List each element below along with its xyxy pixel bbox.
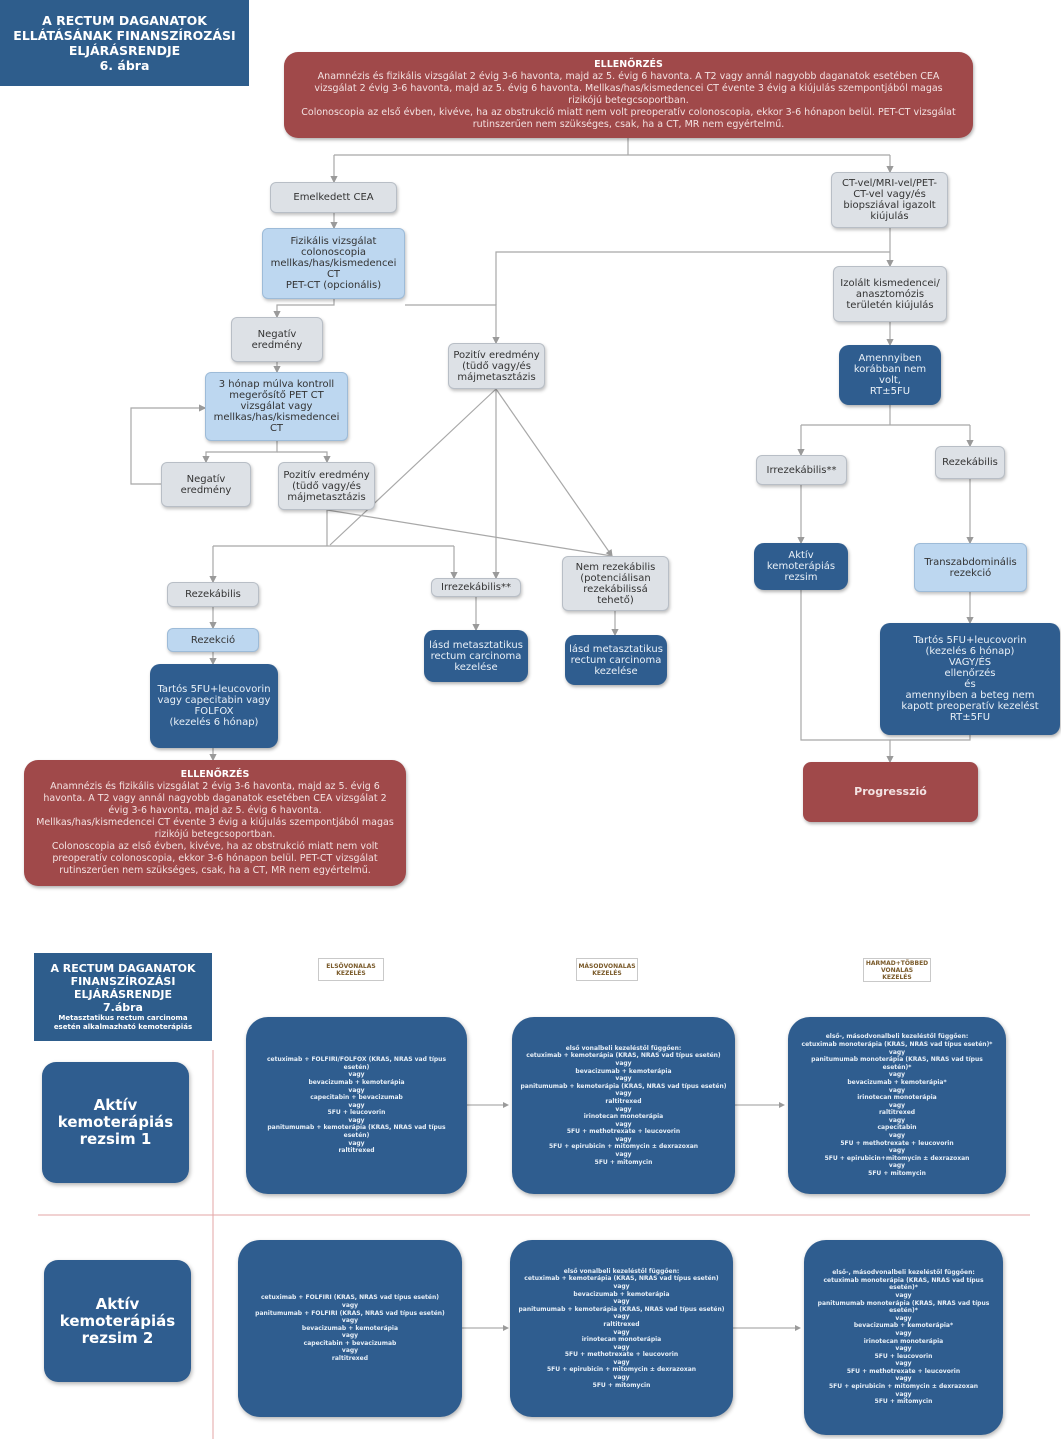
regimen-1-second-line: első vonalbeli kezeléstől függően: cetux…: [512, 1017, 735, 1194]
bottom-check-heading: ELLENŐRZÉS: [180, 769, 250, 780]
node-pozitiv-left: Pozitív eredmény (tüdő vagy/és májmetasz…: [278, 462, 375, 510]
regimen-1-label: Aktív kemoterápiás rezsim 1: [42, 1062, 189, 1183]
node-kontroll: 3 hónap múlva kontroll megerősítő PET CT…: [205, 372, 348, 441]
node-rezekabilis-left: Rezekábilis: [167, 582, 259, 607]
regimen-2-label: Aktív kemoterápiás rezsim 2: [44, 1260, 191, 1382]
node-amennyiben: Amennyiben korábban nem volt, RT±5FU: [839, 345, 941, 405]
regimen-2-second-line: első vonalbeli kezeléstől függően: cetux…: [510, 1240, 733, 1417]
bottom-check-text: Anamnézis és fizikális vizsgálat 2 évig …: [36, 781, 394, 876]
node-lasd-1: lásd metasztatikus rectum carcinoma keze…: [424, 630, 528, 682]
node-rezekabilis-right: Rezekábilis: [935, 446, 1005, 479]
top-check-text: Anamnézis és fizikális vizsgálat 2 évig …: [301, 71, 956, 130]
node-negativ-2: Negatív eredmény: [161, 462, 251, 507]
node-nem-rezekabilis: Nem rezekábilis (potenciálisan rezekábil…: [562, 556, 669, 611]
node-emelkedett-cea: Emelkedett CEA: [270, 182, 397, 213]
top-check-heading: ELLENŐRZÉS: [594, 59, 663, 70]
node-rezekcio: Rezekció: [167, 628, 259, 652]
fig7-subtitle: Metasztatikus rectum carcinoma esetén al…: [53, 1014, 193, 1031]
node-aktiv-kemoterapia: Aktív kemoterápiás rezsim: [754, 543, 848, 590]
fig7-title: A RECTUM DAGANATOK FINANSZÍROZÁSI ELJÁRÁ…: [50, 962, 196, 1014]
node-lasd-2: lásd metasztatikus rectum carcinoma keze…: [565, 635, 667, 685]
node-tartos-left: Tartós 5FU+leucovorin vagy capecitabin v…: [150, 664, 278, 748]
node-negativ-1: Negatív eredmény: [231, 317, 323, 362]
node-irrezekabilis-right: Irrezekábilis**: [756, 455, 847, 485]
node-tartos-right: Tartós 5FU+leucovorin (kezelés 6 hónap) …: [880, 623, 1060, 735]
node-pozitiv-mid: Pozitív eredmény (tüdő vagy/és májmetasz…: [448, 343, 545, 389]
bottom-check-box: ELLENŐRZÉS Anamnézis és fizikális vizsgá…: [24, 760, 406, 886]
regimen-1-third-line: első-, másodvonalbeli kezeléstől függően…: [788, 1017, 1006, 1194]
regimen-2-third-line: első-, másodvonalbeli kezeléstől függően…: [804, 1240, 1003, 1435]
header-second-line: MÁSODVONALAS KEZELÉS: [576, 958, 638, 981]
node-fizikalis-vizsgalat: Fizikális vizsgálat colonoscopia mellkas…: [262, 228, 405, 299]
header-first-line: ELSŐVONALAS KEZELÉS: [318, 958, 384, 981]
fig6-title: A RECTUM DAGANATOK ELLÁTÁSÁNAK FINANSZÍR…: [0, 0, 249, 86]
node-progresszio: Progresszió: [803, 762, 978, 822]
node-ct-mri: CT-vel/MRI-vel/PET- CT-vel vagy/és biops…: [831, 172, 948, 228]
top-check-box: ELLENŐRZÉS Anamnézis és fizikális vizsgá…: [284, 52, 973, 138]
regimen-2-first-line: cetuximab + FOLFIRI (KRAS, NRAS vad típu…: [238, 1240, 462, 1417]
fig7-title-box: A RECTUM DAGANATOK FINANSZÍROZÁSI ELJÁRÁ…: [34, 953, 212, 1041]
header-third-line: HARMAD+TÖBBED VONALAS KEZELÉS: [863, 958, 931, 982]
node-izolalt: Izolált kismedencei/ anasztomózis terüle…: [833, 266, 947, 322]
node-irrezekabilis-mid: Irrezekábilis**: [431, 578, 521, 597]
regimen-1-first-line: cetuximab + FOLFIRI/FOLFOX (KRAS, NRAS v…: [246, 1017, 467, 1194]
node-transzabdominalis: Transzabdominális rezekció: [914, 543, 1027, 592]
